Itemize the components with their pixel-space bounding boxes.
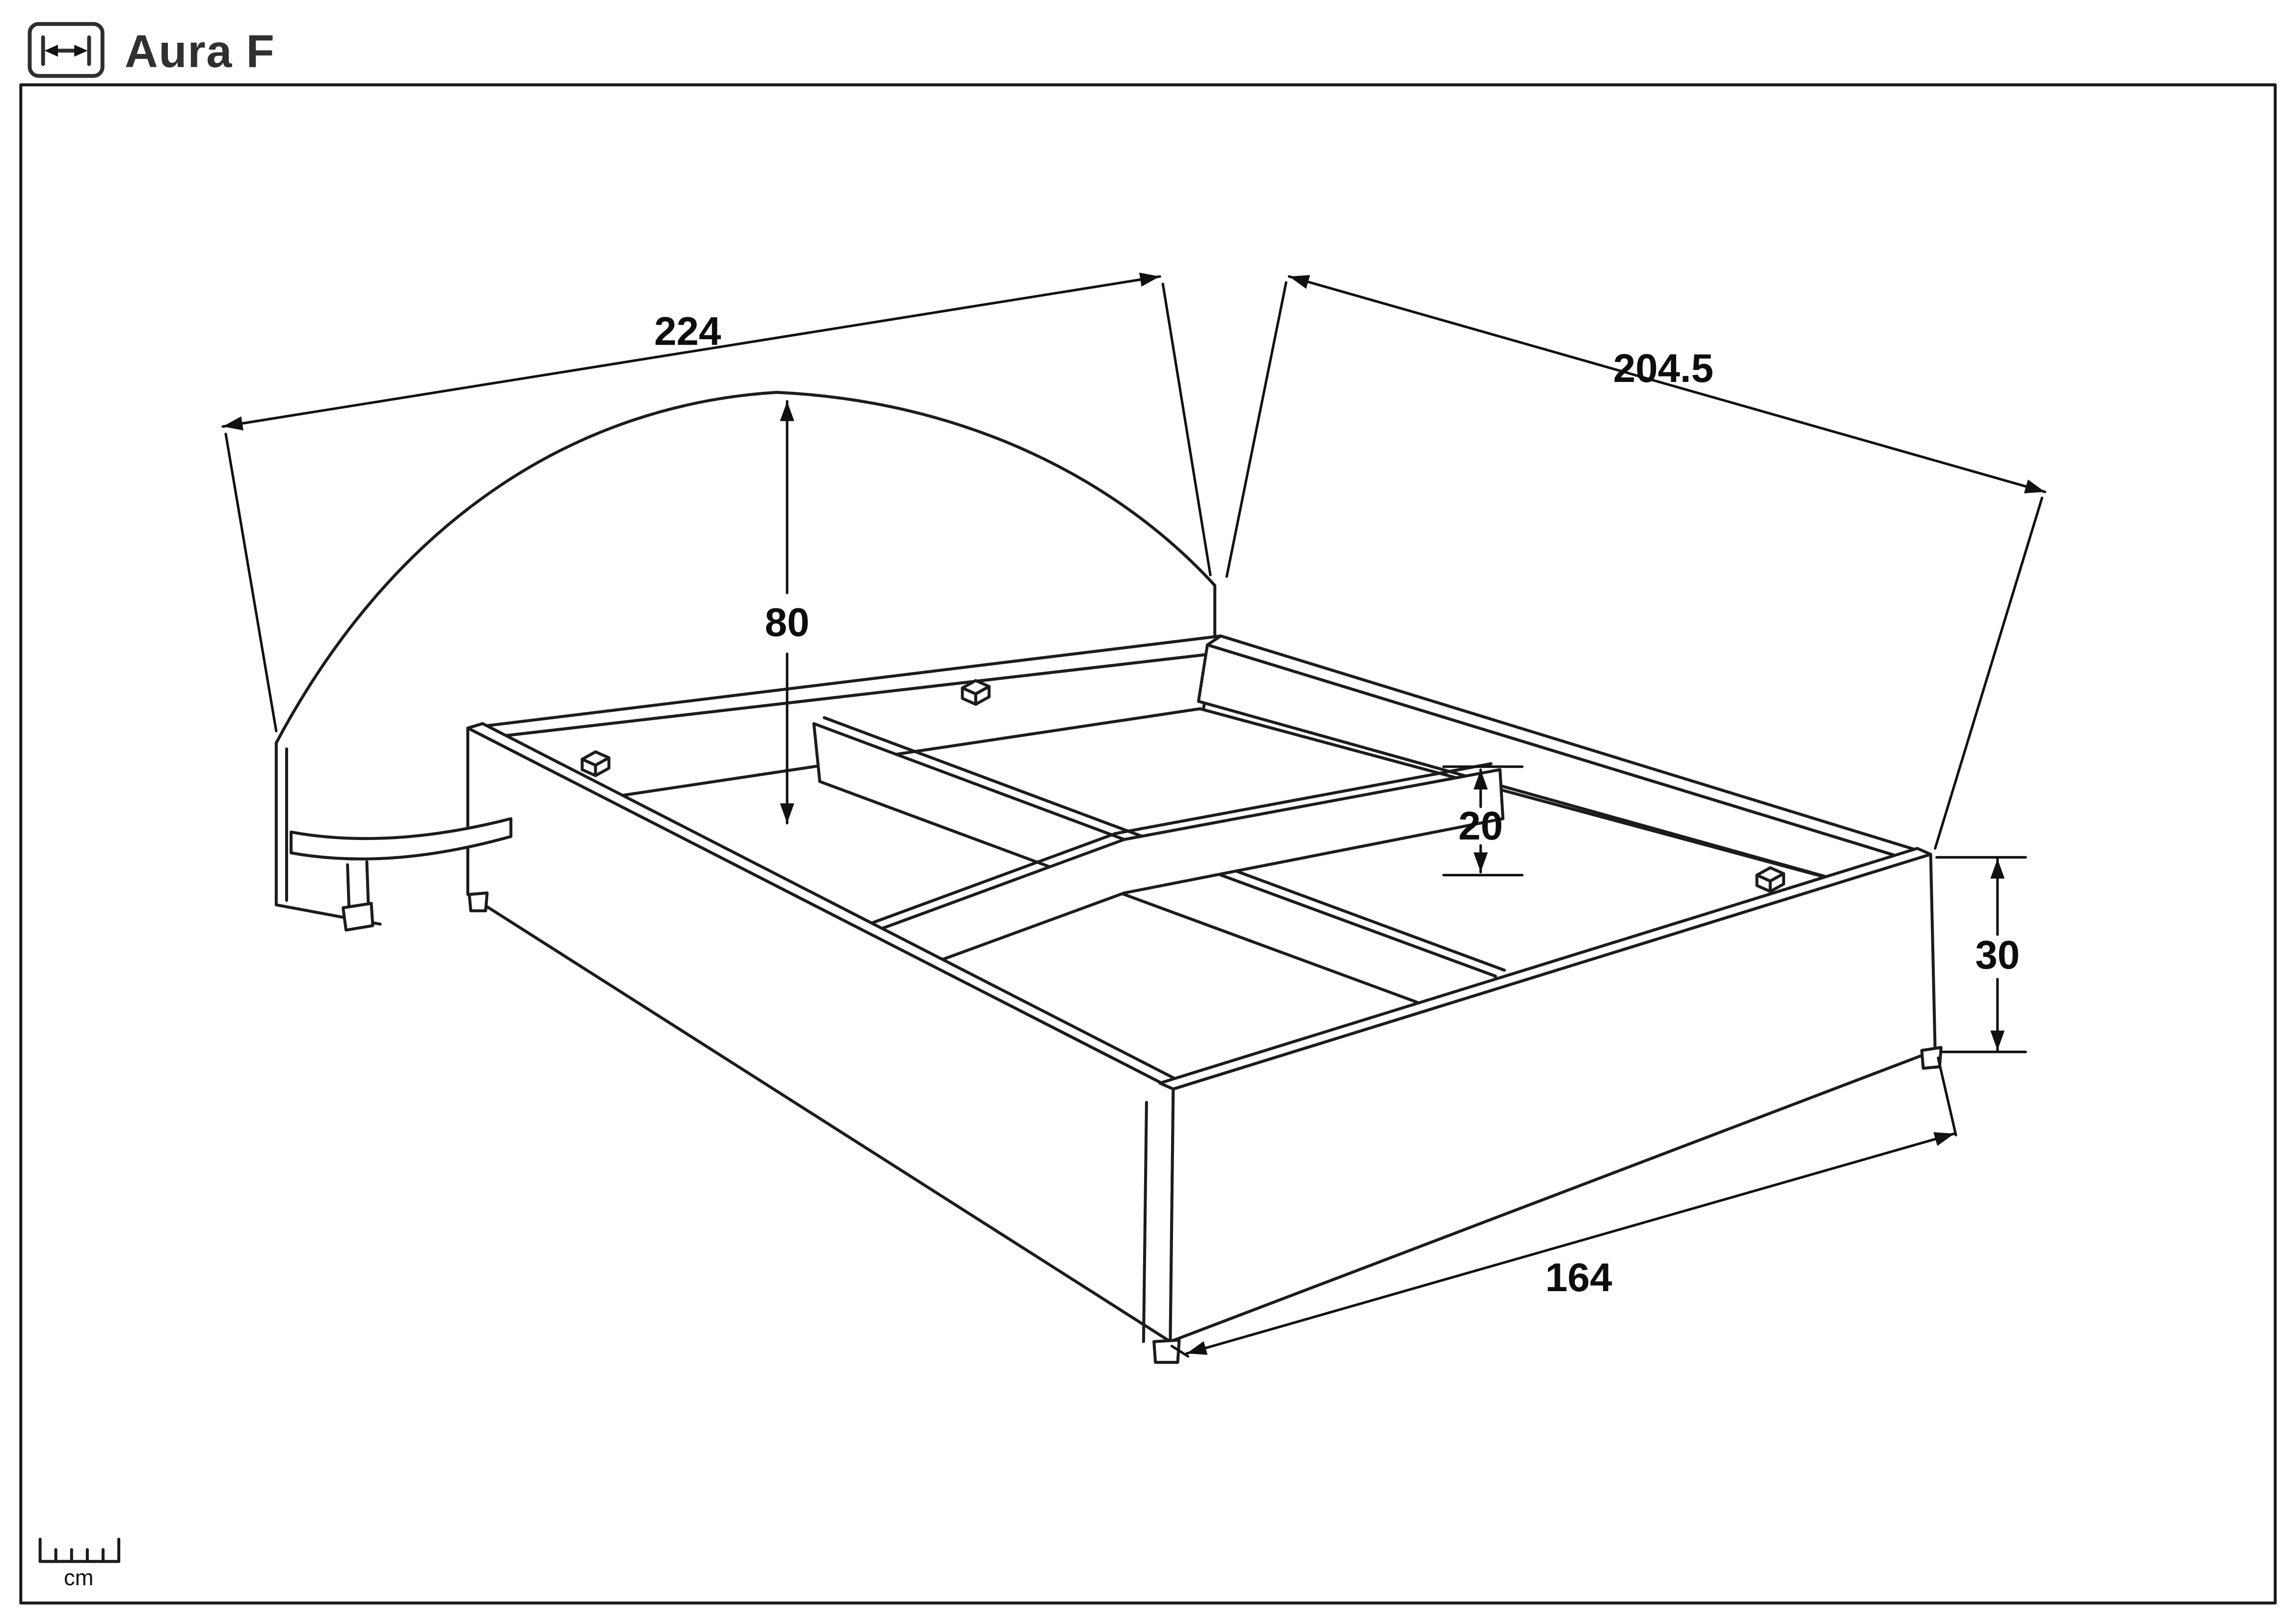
dim-label-bed-length: 204.5 <box>1613 346 1713 391</box>
dim-label-divider-height: 20 <box>1458 804 1503 848</box>
dim-headboard-width: 224 <box>221 272 1212 732</box>
scale-ruler: cm <box>38 1538 121 1590</box>
dim-label-bed-width: 164 <box>1545 1255 1612 1300</box>
dim-label-headboard-height: 80 <box>765 600 809 645</box>
horizontal-dimension-icon <box>27 22 105 78</box>
bed-drawing <box>274 391 1943 1364</box>
headboard-shelf <box>290 817 512 932</box>
dim-label-headboard-width: 224 <box>654 309 721 353</box>
mounting-bracket <box>582 752 609 775</box>
ruler-icon <box>38 1538 121 1563</box>
scale-unit-label: cm <box>64 1565 94 1590</box>
mounting-bracket <box>1757 867 1784 891</box>
dim-frame-height: 30 <box>1935 856 2027 1054</box>
header: Aura F <box>27 22 275 78</box>
page-border <box>19 83 2277 1605</box>
dim-divider-height: 20 <box>1442 765 1524 877</box>
dim-headboard-height: 80 <box>765 400 809 825</box>
bed-feet <box>468 891 1943 1364</box>
dim-bed-length: 204.5 <box>1225 275 2047 850</box>
dim-bed-width: 164 <box>1170 1056 1957 1358</box>
dim-label-frame-height: 30 <box>1975 933 2020 977</box>
page-title: Aura F <box>125 26 275 77</box>
mounting-bracket <box>962 680 989 704</box>
